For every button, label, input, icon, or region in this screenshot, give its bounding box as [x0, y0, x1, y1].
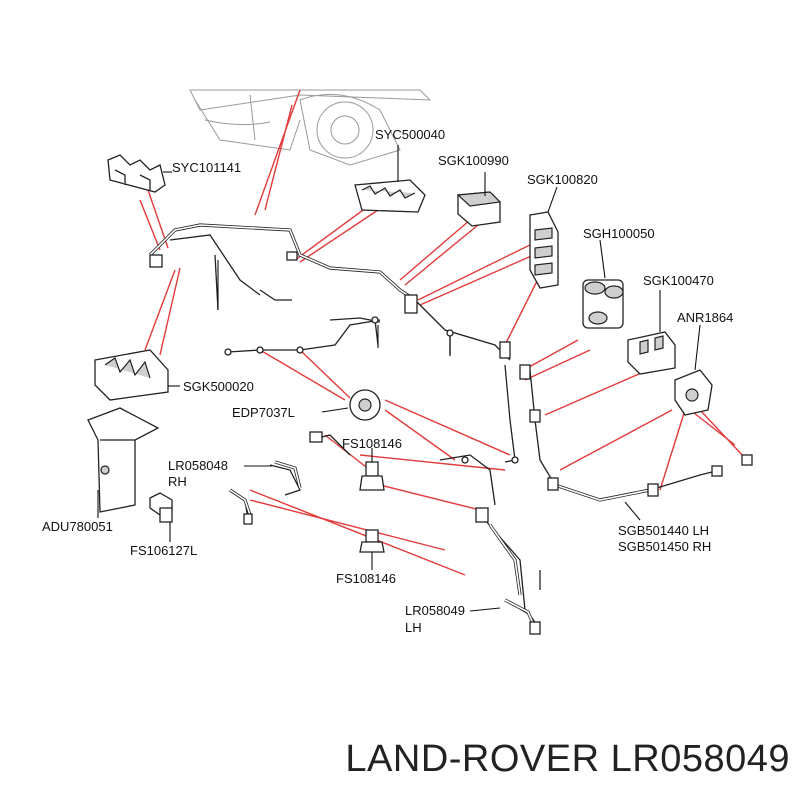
label-lr058049: LR058049: [405, 603, 465, 618]
hose-lr058048: [229, 460, 302, 525]
clip-anr1864: [674, 324, 713, 416]
label-sgh100050: SGH100050: [583, 226, 655, 241]
part-edp7037l: [321, 389, 381, 421]
fixing-posts: [217, 260, 451, 356]
label-fs108146-lower: FS108146: [336, 571, 396, 586]
label-lh: LH: [405, 620, 422, 635]
clip-sgk100470: [627, 290, 676, 375]
footer-title: LAND-ROVER LR058049: [345, 738, 790, 780]
label-rh: RH: [168, 474, 187, 489]
clip-syc101141: [107, 154, 172, 193]
hose-lr058049: [469, 598, 541, 635]
label-fs108146-upper: FS108146: [342, 436, 402, 451]
label-sgb501440: SGB501440 LH: [618, 523, 710, 538]
pipe-connectors: [149, 251, 753, 523]
label-syc101141: SYC101141: [172, 160, 242, 175]
label-adu780051: ADU780051: [42, 519, 113, 534]
clip-syc500040: [354, 145, 426, 213]
label-lr058048: LR058048: [168, 458, 228, 473]
clip-sgk100990: [456, 172, 502, 227]
brake-pipes: [148, 223, 721, 631]
label-fs106127l: FS106127L: [130, 543, 198, 558]
bolt-fs106127l: [149, 492, 173, 542]
clip-sgh100050: [582, 239, 624, 329]
clip-sgk100820: [529, 186, 559, 289]
pipe-sgb501440: [624, 501, 641, 521]
label-syc500040: SYC500040: [375, 127, 446, 142]
label-sgk100470: SGK100470: [643, 273, 714, 288]
label-sgb501450: SGB501450 RH: [618, 539, 712, 554]
bracket-adu780051: [87, 407, 160, 518]
bolt-fs108146-lower: [359, 529, 385, 570]
bolt-fs108146-upper: [359, 448, 385, 491]
label-sgk500020: SGK500020: [183, 379, 254, 394]
label-edp7037l: EDP7037L: [232, 405, 295, 420]
clip-sgk500020: [94, 349, 180, 401]
label-sgk100990: SGK100990: [438, 153, 509, 168]
vehicle-outline: [189, 89, 432, 166]
red-leader-lines: [139, 89, 746, 576]
label-sgk100820: SGK100820: [527, 172, 598, 187]
label-anr1864: ANR1864: [677, 310, 734, 325]
